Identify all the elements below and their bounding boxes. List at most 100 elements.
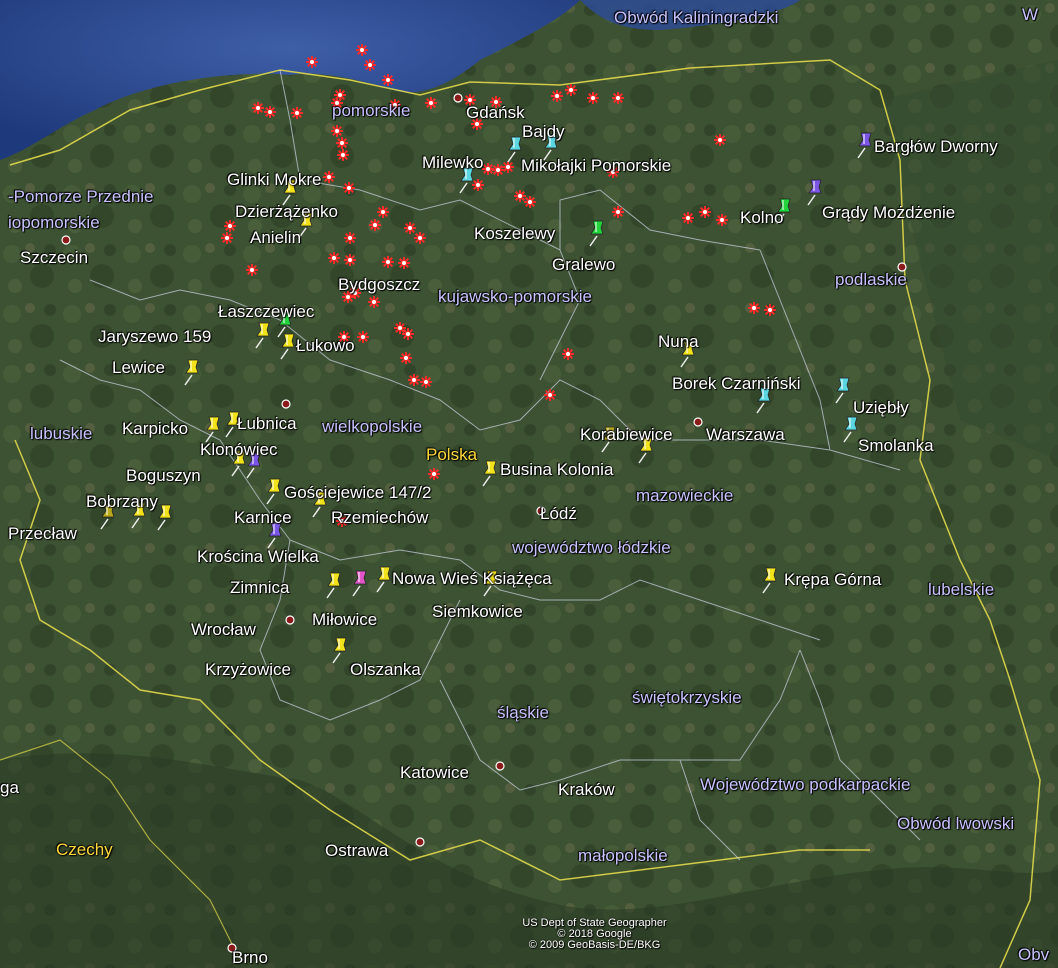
pushpin-icon[interactable] — [255, 322, 270, 349]
red-star-marker[interactable] — [408, 374, 420, 386]
red-star-marker[interactable] — [344, 254, 356, 266]
pushpin-icon[interactable] — [756, 387, 771, 414]
red-star-marker[interactable] — [337, 149, 349, 161]
red-star-marker[interactable] — [364, 59, 376, 71]
pushpin-icon[interactable] — [835, 377, 850, 404]
red-star-marker[interactable] — [342, 291, 354, 303]
red-star-marker[interactable] — [349, 287, 361, 299]
red-star-marker[interactable] — [699, 206, 711, 218]
pushpin-icon[interactable] — [231, 450, 246, 477]
red-star-marker[interactable] — [402, 328, 414, 340]
red-star-marker[interactable] — [587, 92, 599, 104]
pushpin-icon[interactable] — [807, 179, 822, 206]
pushpin-icon[interactable] — [482, 460, 497, 487]
pushpin-icon[interactable] — [332, 637, 347, 664]
pushpin-icon[interactable] — [638, 437, 653, 464]
red-star-marker[interactable] — [425, 97, 437, 109]
pushpin-icon[interactable] — [246, 452, 261, 479]
pushpin-icon[interactable] — [312, 491, 327, 518]
pushpin-icon[interactable] — [507, 136, 522, 163]
red-star-marker[interactable] — [252, 102, 264, 114]
red-star-marker[interactable] — [471, 118, 483, 130]
red-star-marker[interactable] — [562, 348, 574, 360]
red-star-marker[interactable] — [428, 468, 440, 480]
red-star-marker[interactable] — [331, 125, 343, 137]
red-star-marker[interactable] — [764, 304, 776, 316]
pushpin-icon[interactable] — [100, 503, 115, 530]
red-star-marker[interactable] — [682, 212, 694, 224]
pushpin-icon[interactable] — [352, 570, 367, 597]
red-star-marker[interactable] — [502, 161, 514, 173]
red-star-marker[interactable] — [306, 56, 318, 68]
red-star-marker[interactable] — [404, 222, 416, 234]
red-star-marker[interactable] — [472, 179, 484, 191]
red-star-marker[interactable] — [612, 206, 624, 218]
red-star-marker[interactable] — [482, 163, 494, 175]
red-star-marker[interactable] — [414, 232, 426, 244]
pushpin-icon[interactable] — [843, 416, 858, 443]
pushpin-icon[interactable] — [776, 198, 791, 225]
pushpin-icon[interactable] — [282, 179, 297, 206]
red-star-marker[interactable] — [551, 90, 563, 102]
pushpin-icon[interactable] — [459, 167, 474, 194]
red-star-marker[interactable] — [464, 94, 476, 106]
red-star-marker[interactable] — [369, 219, 381, 231]
pushpin-icon[interactable] — [483, 570, 498, 597]
red-star-marker[interactable] — [336, 515, 348, 527]
red-star-marker[interactable] — [748, 302, 760, 314]
pushpin-icon[interactable] — [280, 333, 295, 360]
red-star-marker[interactable] — [716, 214, 728, 226]
red-star-marker[interactable] — [328, 252, 340, 264]
pushpin-icon[interactable] — [680, 341, 695, 368]
red-star-marker[interactable] — [394, 322, 406, 334]
red-star-marker[interactable] — [490, 96, 502, 108]
pushpin-icon[interactable] — [762, 567, 777, 594]
pushpin-icon[interactable] — [266, 478, 281, 505]
red-star-marker[interactable] — [336, 137, 348, 149]
pushpin-icon[interactable] — [326, 572, 341, 599]
pushpin-icon[interactable] — [157, 504, 172, 531]
red-star-marker[interactable] — [400, 352, 412, 364]
place-label: Gościejewice 147/2 — [284, 483, 432, 502]
red-star-marker[interactable] — [382, 74, 394, 86]
red-star-marker[interactable] — [398, 257, 410, 269]
red-star-marker[interactable] — [524, 196, 536, 208]
pushpin-icon[interactable] — [184, 359, 199, 386]
red-star-marker[interactable] — [565, 84, 577, 96]
red-star-marker[interactable] — [420, 376, 432, 388]
red-star-marker[interactable] — [382, 256, 394, 268]
red-star-marker[interactable] — [377, 206, 389, 218]
red-star-marker[interactable] — [224, 220, 236, 232]
red-star-marker[interactable] — [544, 389, 556, 401]
red-star-marker[interactable] — [344, 232, 356, 244]
pushpin-icon[interactable] — [277, 311, 292, 338]
red-star-marker[interactable] — [323, 171, 335, 183]
red-star-marker[interactable] — [368, 296, 380, 308]
pushpin-icon[interactable] — [298, 212, 313, 239]
pushpin-icon[interactable] — [376, 566, 391, 593]
red-star-marker[interactable] — [514, 190, 526, 202]
red-star-marker[interactable] — [334, 89, 346, 101]
pushpin-icon[interactable] — [543, 134, 558, 161]
pushpin-icon[interactable] — [205, 416, 220, 443]
red-star-marker[interactable] — [343, 182, 355, 194]
pushpin-icon[interactable] — [225, 411, 240, 438]
red-star-marker[interactable] — [221, 232, 233, 244]
pushpin-icon[interactable] — [601, 426, 616, 453]
red-star-marker[interactable] — [492, 164, 504, 176]
red-star-marker[interactable] — [246, 264, 258, 276]
red-star-marker[interactable] — [291, 107, 303, 119]
pushpin-icon[interactable] — [131, 502, 146, 529]
pushpin-icon[interactable] — [857, 132, 872, 159]
red-star-marker[interactable] — [607, 166, 619, 178]
red-star-marker[interactable] — [356, 44, 368, 56]
pushpin-icon[interactable] — [589, 220, 604, 247]
red-star-marker[interactable] — [612, 92, 624, 104]
red-star-marker[interactable] — [338, 331, 350, 343]
pushpin-icon[interactable] — [267, 522, 282, 549]
red-star-marker[interactable] — [357, 331, 369, 343]
red-star-marker[interactable] — [264, 106, 276, 118]
red-star-marker[interactable] — [389, 99, 401, 111]
red-star-marker[interactable] — [714, 134, 726, 146]
